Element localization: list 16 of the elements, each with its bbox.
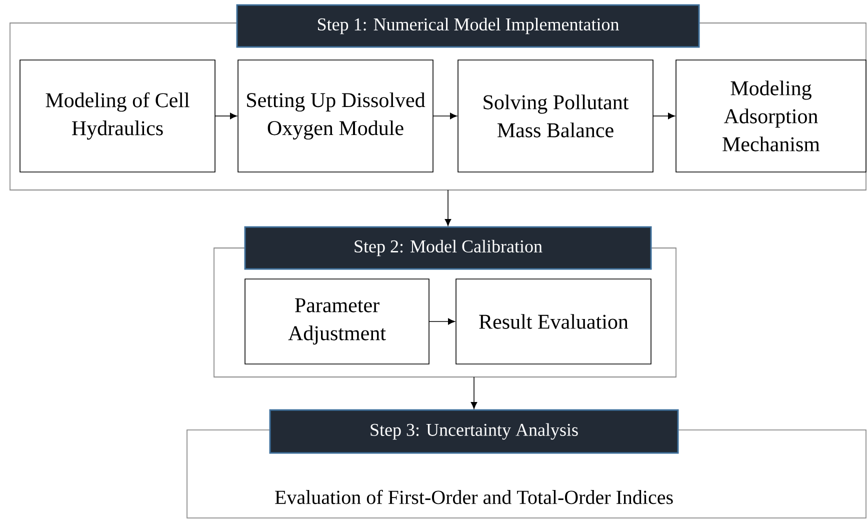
arrow [428, 318, 455, 325]
step-header: Step 3: Uncertainty Analysis [269, 409, 679, 454]
description-text: Evaluation of First-Order and Total-Order Indices [275, 490, 673, 504]
arrow [444, 190, 452, 226]
process-box: Setting Up Dissolved Oxygen Module [238, 60, 434, 172]
process-box: Modeling Adsorption Mechanism [676, 60, 866, 172]
process-box: Result Evaluation [456, 278, 652, 364]
arrow [214, 112, 237, 120]
process-box: Solving Pollutant Mass Balance [458, 60, 654, 172]
step-header: Step 2: Model Calibration [244, 226, 652, 270]
arrow [432, 112, 457, 120]
process-box: Parameter Adjustment [244, 278, 430, 364]
step-header: Step 1: Numerical Model Implementation [236, 4, 700, 48]
arrow [470, 376, 478, 409]
process-box: Modeling of Cell Hydraulics [20, 60, 216, 172]
arrow [652, 112, 675, 120]
